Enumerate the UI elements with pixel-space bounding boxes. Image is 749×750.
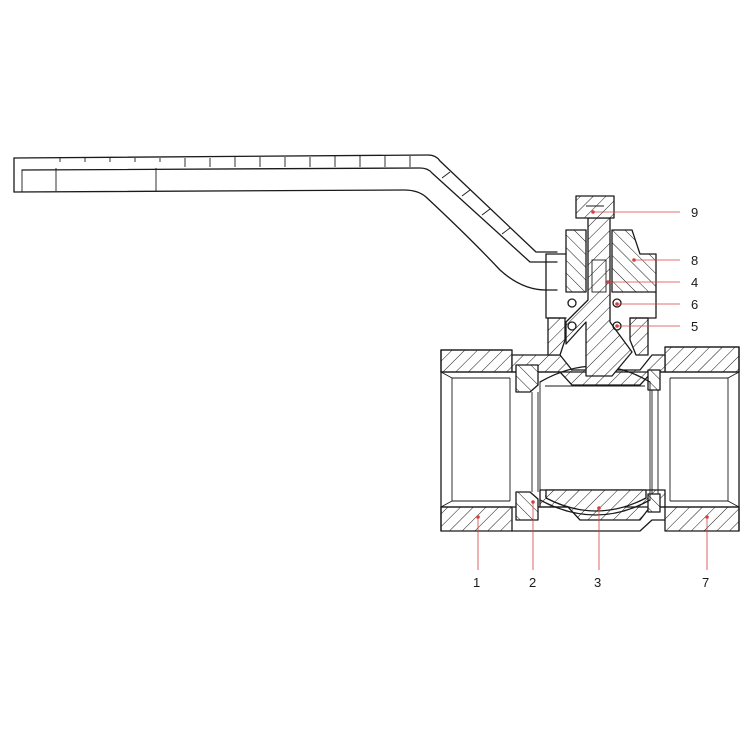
callout-7: 7 [702, 515, 709, 590]
seat-rings [515, 364, 661, 521]
callout-label-5: 5 [691, 319, 698, 334]
callout-2: 2 [529, 500, 536, 590]
callout-label-6: 6 [691, 297, 698, 312]
callout-8: 8 [632, 253, 698, 268]
callout-label-2: 2 [529, 575, 536, 590]
callout-label-3: 3 [594, 575, 601, 590]
callout-label-9: 9 [691, 205, 698, 220]
callout-label-1: 1 [473, 575, 480, 590]
callout-3: 3 [594, 506, 601, 590]
callout-1: 1 [473, 515, 480, 590]
callout-label-8: 8 [691, 253, 698, 268]
callout-6: 6 [615, 297, 698, 312]
stem-assembly [545, 195, 657, 377]
lever-handle [13, 154, 558, 291]
ball [539, 365, 651, 516]
callout-label-7: 7 [702, 575, 709, 590]
callout-9: 9 [591, 205, 698, 220]
callout-label-4: 4 [691, 275, 698, 290]
callout-5: 5 [615, 319, 698, 334]
callout-4: 4 [606, 275, 698, 290]
